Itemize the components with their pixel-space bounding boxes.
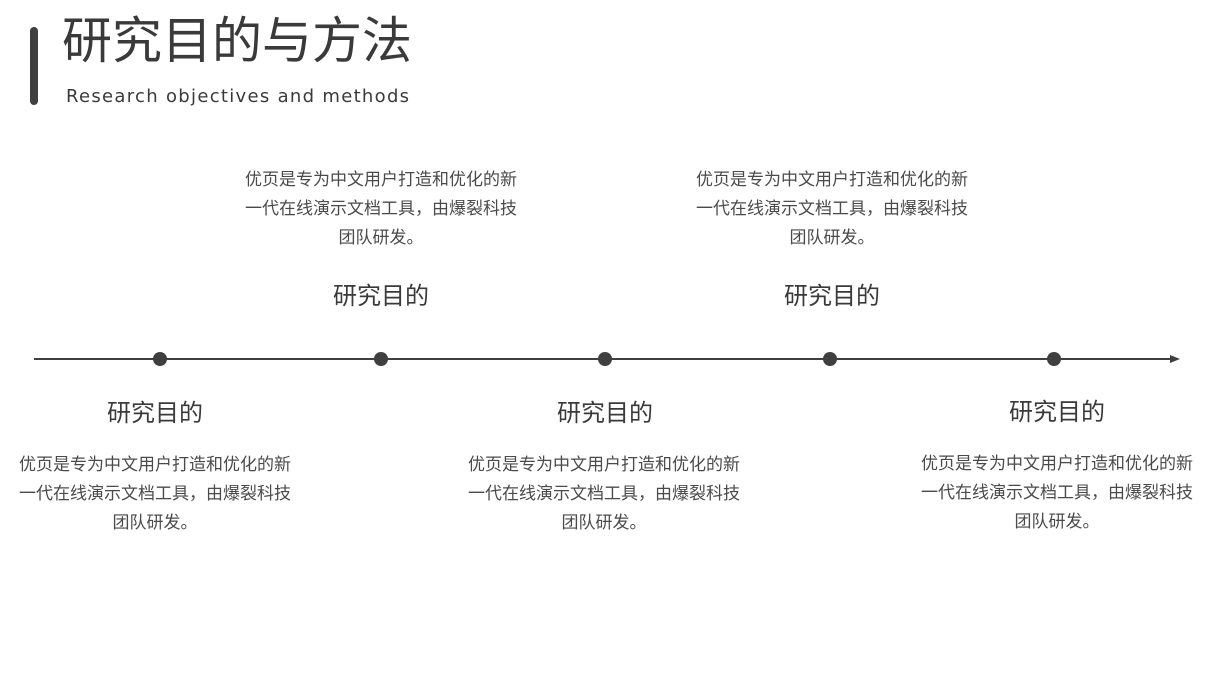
timeline-item-5-desc: 优页是专为中文用户打造和优化的新一代在线演示文档工具，由爆裂科技团队研发。 (921, 454, 1193, 532)
timeline-item-2-desc: 优页是专为中文用户打造和优化的新一代在线演示文档工具，由爆裂科技团队研发。 (245, 170, 517, 248)
page-subtitle: Research objectives and methods (66, 86, 411, 107)
timeline-item-1-desc: 优页是专为中文用户打造和优化的新一代在线演示文档工具，由爆裂科技团队研发。 (19, 455, 291, 533)
timeline-arrow-head (1170, 355, 1180, 363)
timeline-node-5 (1047, 352, 1061, 366)
timeline-item-3-label: 研究目的 (557, 399, 653, 427)
timeline-axis (34, 352, 1180, 366)
timeline-node-2 (374, 352, 388, 366)
timeline-item-2-label: 研究目的 (333, 282, 429, 310)
timeline-node-4 (823, 352, 837, 366)
timeline-item-4-desc: 优页是专为中文用户打造和优化的新一代在线演示文档工具，由爆裂科技团队研发。 (696, 170, 968, 248)
timeline-item-1-label: 研究目的 (107, 399, 203, 427)
timeline-node-1 (153, 352, 167, 366)
title-accent-bar (30, 27, 38, 105)
timeline-node-3 (598, 352, 612, 366)
timeline-item-4-label: 研究目的 (784, 282, 880, 310)
timeline-item-5-label: 研究目的 (1009, 398, 1105, 426)
timeline-item-3-desc: 优页是专为中文用户打造和优化的新一代在线演示文档工具，由爆裂科技团队研发。 (468, 455, 740, 533)
page-title: 研究目的与方法 (62, 12, 412, 70)
